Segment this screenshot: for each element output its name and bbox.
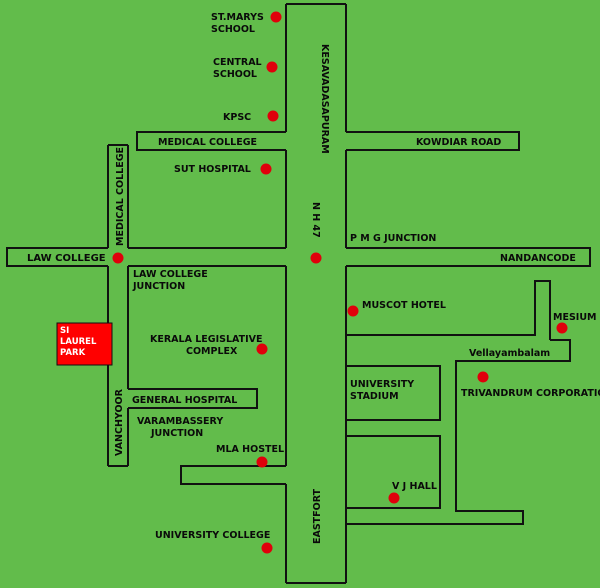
park-name-line2: LAUREL [60,337,97,347]
st-marys-marker [270,11,282,23]
law-college-junction-label-1: LAW COLLEGE [133,269,208,280]
general-hospital-road-label: GENERAL HOSPITAL [132,395,237,406]
medical-college-road-label: MEDICAL COLLEGE [158,137,257,148]
mesium-marker [556,322,568,334]
pmg-junction-label: P M G JUNCTION [350,233,436,244]
varambassery-label-1: VARAMBASSERY [137,416,223,427]
vanchyoor-road-label: VANCHYOOR [114,388,125,456]
medical-college-vertical-label: MEDICAL COLLEGE [115,147,126,246]
trivandrum-corporation-marker [477,371,489,383]
medical-college-road-box [136,131,286,151]
park-marker [56,322,113,366]
kpsc-label: KPSC [223,112,251,123]
muscot-hotel-marker [347,305,359,317]
mla-hostel-road [180,465,286,485]
vellayambalam-label: Vellayambalam [469,348,550,359]
sut-hospital-marker [260,163,272,175]
mesium-label: MESIUM [553,312,597,323]
park-name-line1: SI [60,326,69,336]
vellayambalam-road [346,339,571,525]
law-college-marker [112,252,124,264]
kesavadasapuram-label: KESAVADASAPURAM [319,44,330,154]
vanchyoor-road [107,266,129,467]
sut-hospital-label: SUT HOSPITAL [174,164,251,175]
park-name-line3: PARK [60,348,86,358]
st-marys-label-1: ST.MARYS [211,12,264,23]
kpsc-marker [267,110,279,122]
place-labels: ST.MARYS SCHOOL CENTRAL SCHOOL KPSC SUT … [132,12,600,541]
varambassery-label-2: JUNCTION [150,428,203,439]
mla-hostel-marker [256,456,268,468]
eastfort-label: EASTFORT [312,488,323,544]
law-college-road-label: LAW COLLEGE [27,253,106,264]
pmg-junction-marker [310,252,322,264]
nandancode-road-label: NANDANCODE [500,253,576,264]
medical-college-vertical-road [107,144,129,248]
road-network [6,3,591,584]
university-stadium-label-2: STADIUM [350,391,399,402]
kerala-legislative-label-1: KERALA LEGISLATIVE [150,334,262,345]
university-stadium-label-1: UNIVERSITY [350,379,414,390]
road-labels: KESAVADASAPURAM N H 47 EASTFORT MEDICAL … [27,44,576,544]
kowdiar-road-label: KOWDIAR ROAD [416,137,501,148]
law-college-road [6,247,286,267]
muscot-hotel-label: MUSCOT HOTEL [362,300,446,311]
university-college-marker [261,542,273,554]
vj-hall-block [345,435,441,509]
university-stadium-block [345,365,441,421]
kerala-legislative-marker [256,343,268,355]
law-college-junction-label-2: JUNCTION [132,281,185,292]
nh47-label: N H 47 [310,202,321,238]
vj-hall-marker [388,492,400,504]
nandancode-road [346,247,591,267]
trivandrum-corporation-label: TRIVANDRUM CORPORATION [461,388,600,399]
vj-hall-label: V J HALL [392,481,437,492]
kowdiar-road-box [346,131,520,151]
mla-hostel-label: MLA HOSTEL [216,444,284,455]
central-school-label-2: SCHOOL [213,69,257,80]
central-school-label-1: CENTRAL [213,57,262,68]
university-college-label: UNIVERSITY COLLEGE [155,530,270,541]
location-markers [112,11,568,554]
central-school-marker [266,61,278,73]
st-marys-label-2: SCHOOL [211,24,255,35]
muscot-block [346,280,551,340]
general-hospital-road [128,388,258,409]
kerala-legislative-label-2: COMPLEX [186,346,238,357]
si-laurel-park: SI LAUREL PARK [56,322,113,366]
